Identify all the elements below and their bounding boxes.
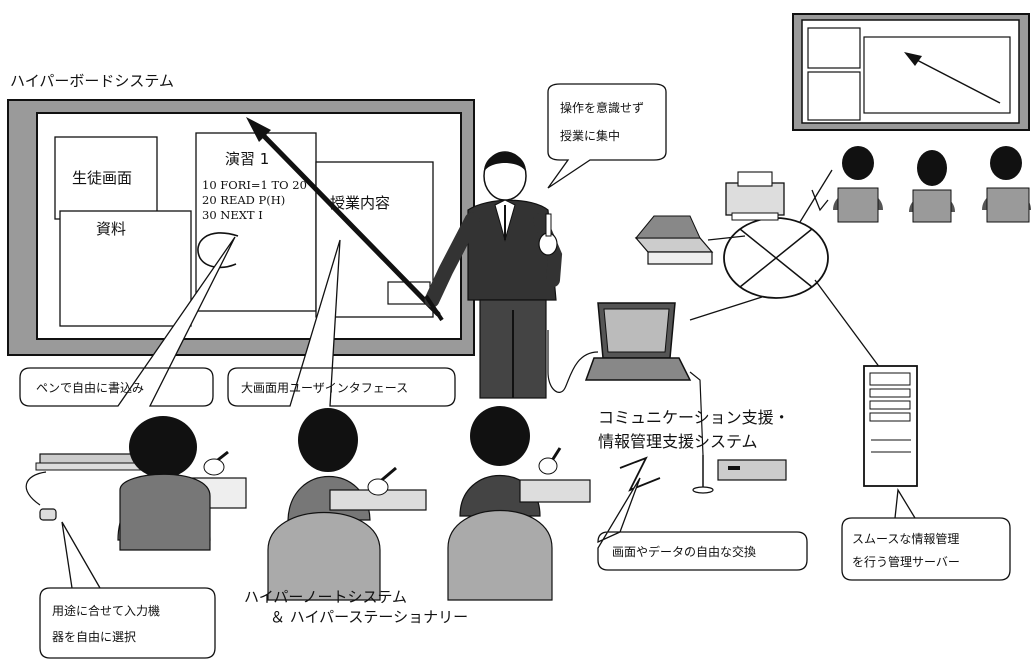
callout-exchange-text: 画面やデータの自由な交換 — [612, 545, 757, 559]
callout-big-ui — [227, 239, 456, 407]
audience — [833, 146, 1031, 223]
modem — [692, 455, 787, 494]
student-screen-label: 生徒画面 — [72, 169, 133, 187]
materials-panel — [59, 210, 192, 327]
callout-pen — [19, 236, 236, 407]
teacher — [424, 151, 563, 399]
laptop — [584, 302, 692, 381]
pointer-arrow — [257, 129, 441, 317]
mouse-cable — [25, 471, 47, 506]
callout-input-line2: 器を自由に選択 — [52, 630, 137, 644]
comm-title-line2: 情報管理支援システム — [598, 432, 758, 451]
hyperboard-title: ハイパーボードシステム — [10, 72, 174, 90]
lesson-content-label: 授業内容 — [330, 194, 391, 212]
student-left — [35, 416, 247, 551]
hypernote-title-line2: ＆ ハイパーステーショナリー — [270, 608, 469, 626]
network-hub — [723, 217, 829, 299]
callout-server-line2: を行う管理サーバー — [852, 555, 960, 569]
management-server — [863, 365, 918, 487]
exercise-title: 演習 1 — [225, 150, 270, 168]
callout-focus — [547, 83, 667, 189]
hypernote-title-line1: ハイパーノートシステム — [244, 588, 408, 606]
scanner — [634, 215, 714, 265]
code-line-3: 30 NEXT I — [202, 208, 263, 222]
student-middle — [267, 408, 427, 601]
pen-stroke — [197, 232, 239, 269]
laptop-cable — [547, 330, 599, 393]
callout-exchange — [597, 477, 808, 571]
wireless-link-icon — [619, 456, 661, 492]
student-right — [447, 406, 591, 601]
callout-focus-line1: 操作を意識せず — [560, 101, 645, 115]
callout-input-line1: 用途に合せて入力機 — [52, 604, 161, 618]
code-line-2: 20 READ P(H) — [202, 193, 286, 207]
materials-label: 資料 — [96, 220, 127, 238]
exercise-panel — [195, 132, 317, 312]
wall-monitor — [792, 13, 1030, 131]
whiteboard — [7, 99, 475, 356]
callout-server — [841, 488, 1011, 581]
callout-input — [39, 521, 216, 659]
comm-title-line1: コミュニケーション支援・ — [598, 408, 790, 427]
code-line-1: 10 FORI=1 TO 20 — [202, 178, 307, 192]
printer — [725, 171, 785, 221]
mouse — [39, 508, 57, 521]
callout-focus-line2: 授業に集中 — [560, 129, 621, 143]
callout-big-ui-text: 大画面用ユーザインタフェース — [241, 381, 409, 395]
student-screen-panel — [54, 136, 158, 220]
callout-server-line1: スムースな情報管理 — [852, 532, 960, 546]
callout-pen-text: ペンで自由に書込み — [36, 381, 145, 395]
